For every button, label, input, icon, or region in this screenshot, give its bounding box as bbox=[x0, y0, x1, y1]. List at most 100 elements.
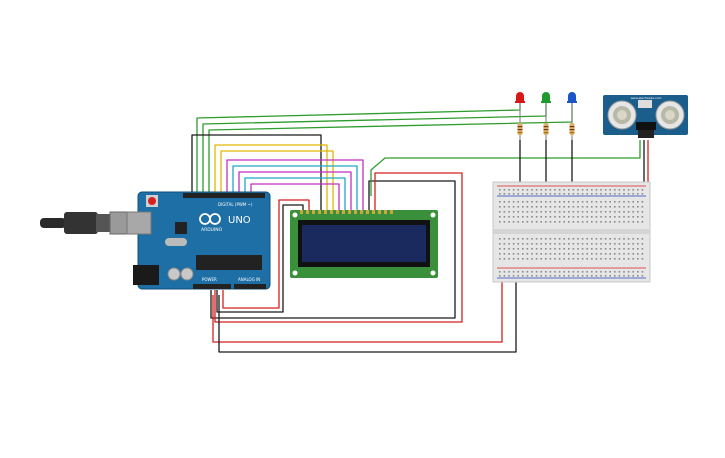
digital-header[interactable] bbox=[183, 193, 265, 198]
reset-button-icon[interactable] bbox=[146, 195, 158, 207]
analog-header[interactable] bbox=[234, 284, 266, 289]
wire-red-lcd-left[interactable] bbox=[222, 199, 310, 309]
breadboard-hole bbox=[632, 258, 634, 260]
breadboard-hole bbox=[549, 258, 552, 260]
breadboard-hole bbox=[540, 238, 542, 240]
led-green[interactable] bbox=[541, 92, 551, 140]
breadboard-hole bbox=[526, 211, 529, 213]
lcd-pin[interactable] bbox=[306, 210, 309, 214]
wire-cyan-lcd[interactable] bbox=[232, 165, 358, 210]
wire-black-right-loop[interactable] bbox=[210, 180, 456, 319]
breadboard-hole bbox=[531, 206, 533, 208]
breadboard-hole bbox=[581, 211, 584, 213]
resistor-band bbox=[569, 132, 575, 134]
breadboard-hole bbox=[568, 253, 570, 255]
wire-cyan-lcd-2[interactable] bbox=[244, 177, 346, 210]
wire-black-lcd-left[interactable] bbox=[216, 204, 304, 313]
breadboard-hole bbox=[591, 201, 593, 203]
lcd-pin[interactable] bbox=[318, 210, 321, 214]
lcd-pin[interactable] bbox=[360, 210, 363, 214]
wire-yellow-lcd-2[interactable] bbox=[220, 150, 334, 210]
breadboard-hole bbox=[531, 216, 533, 218]
lcd-pin[interactable] bbox=[372, 210, 375, 214]
breadboard-hole bbox=[641, 243, 644, 245]
breadboard-hole bbox=[549, 189, 552, 191]
lcd-pin[interactable] bbox=[384, 210, 387, 214]
breadboard[interactable] bbox=[492, 181, 651, 283]
breadboard-hole bbox=[499, 243, 501, 245]
led-red[interactable] bbox=[515, 92, 525, 140]
breadboard-hole bbox=[581, 275, 584, 277]
lcd-screen bbox=[302, 225, 426, 262]
breadboard-hole bbox=[517, 221, 519, 223]
lcd-pin[interactable] bbox=[330, 210, 333, 214]
breadboard-hole bbox=[563, 206, 565, 208]
breadboard-hole bbox=[595, 201, 598, 203]
power-header[interactable] bbox=[193, 284, 231, 289]
breadboard-hole bbox=[499, 211, 501, 213]
breadboard-hole bbox=[563, 211, 565, 213]
breadboard-hole bbox=[558, 248, 561, 250]
breadboard-hole bbox=[517, 258, 519, 260]
led-base bbox=[541, 101, 551, 103]
lcd-pin[interactable] bbox=[390, 210, 393, 214]
breadboard-hole bbox=[572, 238, 575, 240]
breadboard-hole bbox=[526, 189, 529, 191]
led-blue[interactable] bbox=[567, 92, 577, 140]
lcd-pin[interactable] bbox=[300, 210, 303, 214]
lcd-pin[interactable] bbox=[312, 210, 315, 214]
breadboard-hole bbox=[637, 271, 639, 273]
breadboard-hole bbox=[614, 238, 616, 240]
breadboard-hole bbox=[627, 258, 630, 260]
analog-label: ANALOG IN bbox=[238, 277, 260, 282]
breadboard-hole bbox=[531, 248, 533, 250]
breadboard-hole bbox=[499, 189, 501, 191]
wire-green-sensor[interactable] bbox=[370, 140, 641, 196]
lcd-pin[interactable] bbox=[348, 210, 351, 214]
breadboard-hole bbox=[517, 248, 519, 250]
breadboard-hole bbox=[540, 206, 542, 208]
breadboard-hole bbox=[512, 221, 515, 223]
breadboard-hole bbox=[627, 243, 630, 245]
breadboard-hole bbox=[595, 211, 598, 213]
wire-magenta-lcd-3[interactable] bbox=[250, 183, 340, 210]
breadboard-hole bbox=[595, 275, 598, 277]
ultrasonic-sensor[interactable]: www.elecfreaks.com bbox=[603, 95, 688, 138]
breadboard-hole bbox=[614, 211, 616, 213]
breadboard-hole bbox=[632, 253, 634, 255]
breadboard-hole bbox=[632, 211, 634, 213]
lcd-16x2-display[interactable] bbox=[290, 210, 438, 278]
resistor-band bbox=[569, 126, 575, 128]
usb-cable-icon bbox=[40, 211, 131, 235]
lcd-pin[interactable] bbox=[366, 210, 369, 214]
breadboard-hole bbox=[577, 243, 579, 245]
breadboard-hole bbox=[531, 193, 533, 195]
breadboard-hole bbox=[591, 189, 593, 191]
lcd-pin[interactable] bbox=[324, 210, 327, 214]
wire-magenta-lcd[interactable] bbox=[226, 159, 364, 210]
breadboard-hole bbox=[512, 243, 515, 245]
wire-red-right-loop[interactable] bbox=[214, 172, 463, 323]
lcd-pin-header bbox=[300, 210, 393, 214]
breadboard-hole bbox=[563, 258, 565, 260]
lcd-pin[interactable] bbox=[378, 210, 381, 214]
breadboard-hole bbox=[535, 206, 538, 208]
lcd-pin[interactable] bbox=[336, 210, 339, 214]
breadboard-hole bbox=[549, 193, 552, 195]
breadboard-hole bbox=[609, 193, 611, 195]
breadboard-hole bbox=[512, 216, 515, 218]
lcd-pin[interactable] bbox=[354, 210, 357, 214]
lcd-pin[interactable] bbox=[342, 210, 345, 214]
wire-magenta-lcd-2[interactable] bbox=[238, 171, 352, 210]
breadboard-hole bbox=[568, 221, 570, 223]
breadboard-hole bbox=[614, 189, 616, 191]
breadboard-hole bbox=[545, 216, 547, 218]
breadboard-hole bbox=[572, 211, 575, 213]
breadboard-hole bbox=[637, 238, 639, 240]
breadboard-hole bbox=[637, 258, 639, 260]
arduino-uno-board[interactable]: UNO ARDUINO DIGITAL (PWM ~) POWER ANALOG… bbox=[126, 191, 271, 290]
breadboard-hole bbox=[623, 258, 625, 260]
breadboard-hole bbox=[591, 258, 593, 260]
breadboard-hole bbox=[591, 206, 593, 208]
